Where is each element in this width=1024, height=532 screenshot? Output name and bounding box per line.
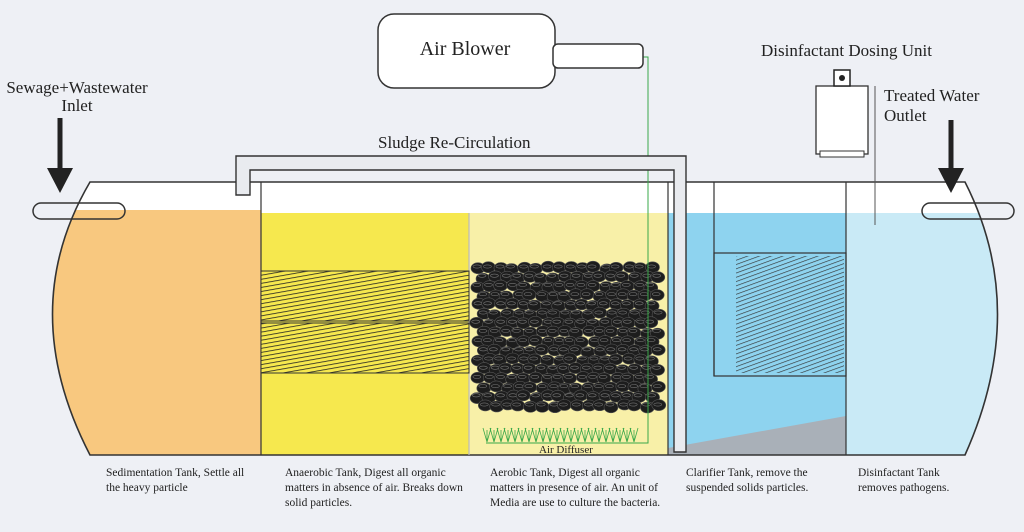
- media-disc: [493, 279, 508, 292]
- media-disc: [522, 270, 538, 283]
- inlet-label-line2: Inlet: [61, 96, 93, 115]
- outlet-pipe: [921, 202, 1015, 220]
- media-disc: [585, 260, 601, 273]
- media-disc: [523, 400, 538, 413]
- media-disc: [568, 288, 584, 301]
- aerobic-tank-description: Aerobic Tank, Digest all organic matters…: [490, 467, 661, 509]
- media-disc: [562, 372, 577, 385]
- media-disc: [626, 399, 642, 412]
- sedimentation-tank-description: Sedimentation Tank, Settle all the heavy…: [106, 467, 245, 494]
- air-blower: [377, 13, 644, 89]
- air-diffuser-label: Air Diffuser: [539, 444, 593, 456]
- media-disc: [596, 297, 612, 310]
- media-disc: [604, 343, 620, 356]
- media-disc: [557, 325, 573, 337]
- media-disc: [505, 297, 520, 310]
- dosing-unit-label: Disinfactant Dosing Unit: [761, 41, 932, 60]
- media-disc: [476, 362, 492, 374]
- media-disc: [615, 380, 631, 393]
- media-disc: [651, 380, 666, 393]
- media-disc: [487, 326, 503, 339]
- media-disc: [591, 270, 607, 283]
- media-disc: [557, 399, 572, 411]
- media-disc: [651, 399, 667, 411]
- media-disc: [615, 343, 631, 356]
- media-disc: [586, 371, 602, 384]
- media-disc: [569, 399, 585, 412]
- disinfactant-tank-fill: [846, 213, 998, 455]
- air-blower-label: Air Blower: [419, 38, 511, 60]
- media-disc: [534, 400, 550, 413]
- media-disc: [552, 280, 568, 293]
- media-disc: [489, 380, 504, 393]
- diffuser-sprig: [629, 427, 639, 443]
- media-disc: [510, 399, 526, 412]
- media-disc: [592, 306, 608, 319]
- media-disc: [650, 271, 666, 284]
- media-disc: [643, 316, 659, 329]
- media-disc: [469, 392, 485, 404]
- tank-outline: [51, 181, 999, 456]
- media-disc: [649, 289, 665, 301]
- media-disc: [573, 389, 589, 402]
- media-disc: [643, 373, 658, 386]
- media-disc: [505, 352, 521, 365]
- media-disc: [510, 362, 526, 375]
- media-disc: [528, 371, 544, 384]
- media-disc: [516, 317, 531, 330]
- media-disc: [651, 308, 667, 321]
- inlet-label: Sewage+Wastewater Inlet: [2, 79, 152, 115]
- media-disc: [529, 392, 545, 404]
- aerobic-media: [469, 260, 667, 414]
- inlet-arrow: [47, 118, 73, 193]
- media-disc: [470, 281, 486, 294]
- media-disc: [632, 262, 648, 275]
- anaerobic-tank-description: Anaerobic Tank, Digest all organic matte…: [285, 467, 463, 509]
- disinfactant-dosing-unit: [815, 69, 876, 225]
- media-disc: [603, 401, 619, 414]
- media-disc: [540, 260, 556, 273]
- sedimentation-tank-fill: [52, 210, 261, 455]
- media-disc: [650, 364, 665, 376]
- media-disc: [521, 288, 537, 301]
- media-disc: [534, 343, 550, 356]
- media-disc: [563, 261, 579, 273]
- media-disc: [650, 344, 666, 356]
- outlet-arrow: [938, 120, 964, 193]
- clarifier-tube-settler: [736, 256, 844, 373]
- media-disc: [562, 352, 578, 365]
- disinfactant-tank-description: Disinfactant Tank removes pathogens.: [858, 467, 950, 494]
- media-disc: [592, 399, 608, 412]
- anaerobic-media-upper: [260, 270, 470, 322]
- air-diffuser: [482, 427, 639, 443]
- media-disc: [481, 297, 496, 310]
- clarifier-tank-description: Clarifier Tank, remove the suspended sol…: [686, 467, 809, 494]
- sludge-recirculation-pipe: [235, 155, 687, 453]
- treated-outlet-label: Treated Water Outlet: [884, 86, 980, 125]
- sludge-recirculation-label: Sludge Re-Circulation: [378, 133, 531, 152]
- media-disc: [598, 389, 614, 402]
- media-disc: [470, 371, 486, 384]
- media-disc: [579, 288, 595, 301]
- clarifier-settler: [713, 252, 847, 377]
- media-disc: [515, 389, 531, 402]
- inlet-pipe: [32, 202, 126, 220]
- anaerobic-media-lower: [260, 322, 470, 374]
- media-disc: [581, 399, 597, 412]
- inlet-label-line1: Sewage+Wastewater: [6, 78, 148, 97]
- clarifier-sludge-cone: [668, 416, 846, 455]
- media-disc: [616, 307, 632, 320]
- media-disc: [482, 280, 497, 293]
- media-disc: [551, 261, 567, 274]
- media-disc: [608, 353, 624, 366]
- media-disc: [528, 315, 543, 328]
